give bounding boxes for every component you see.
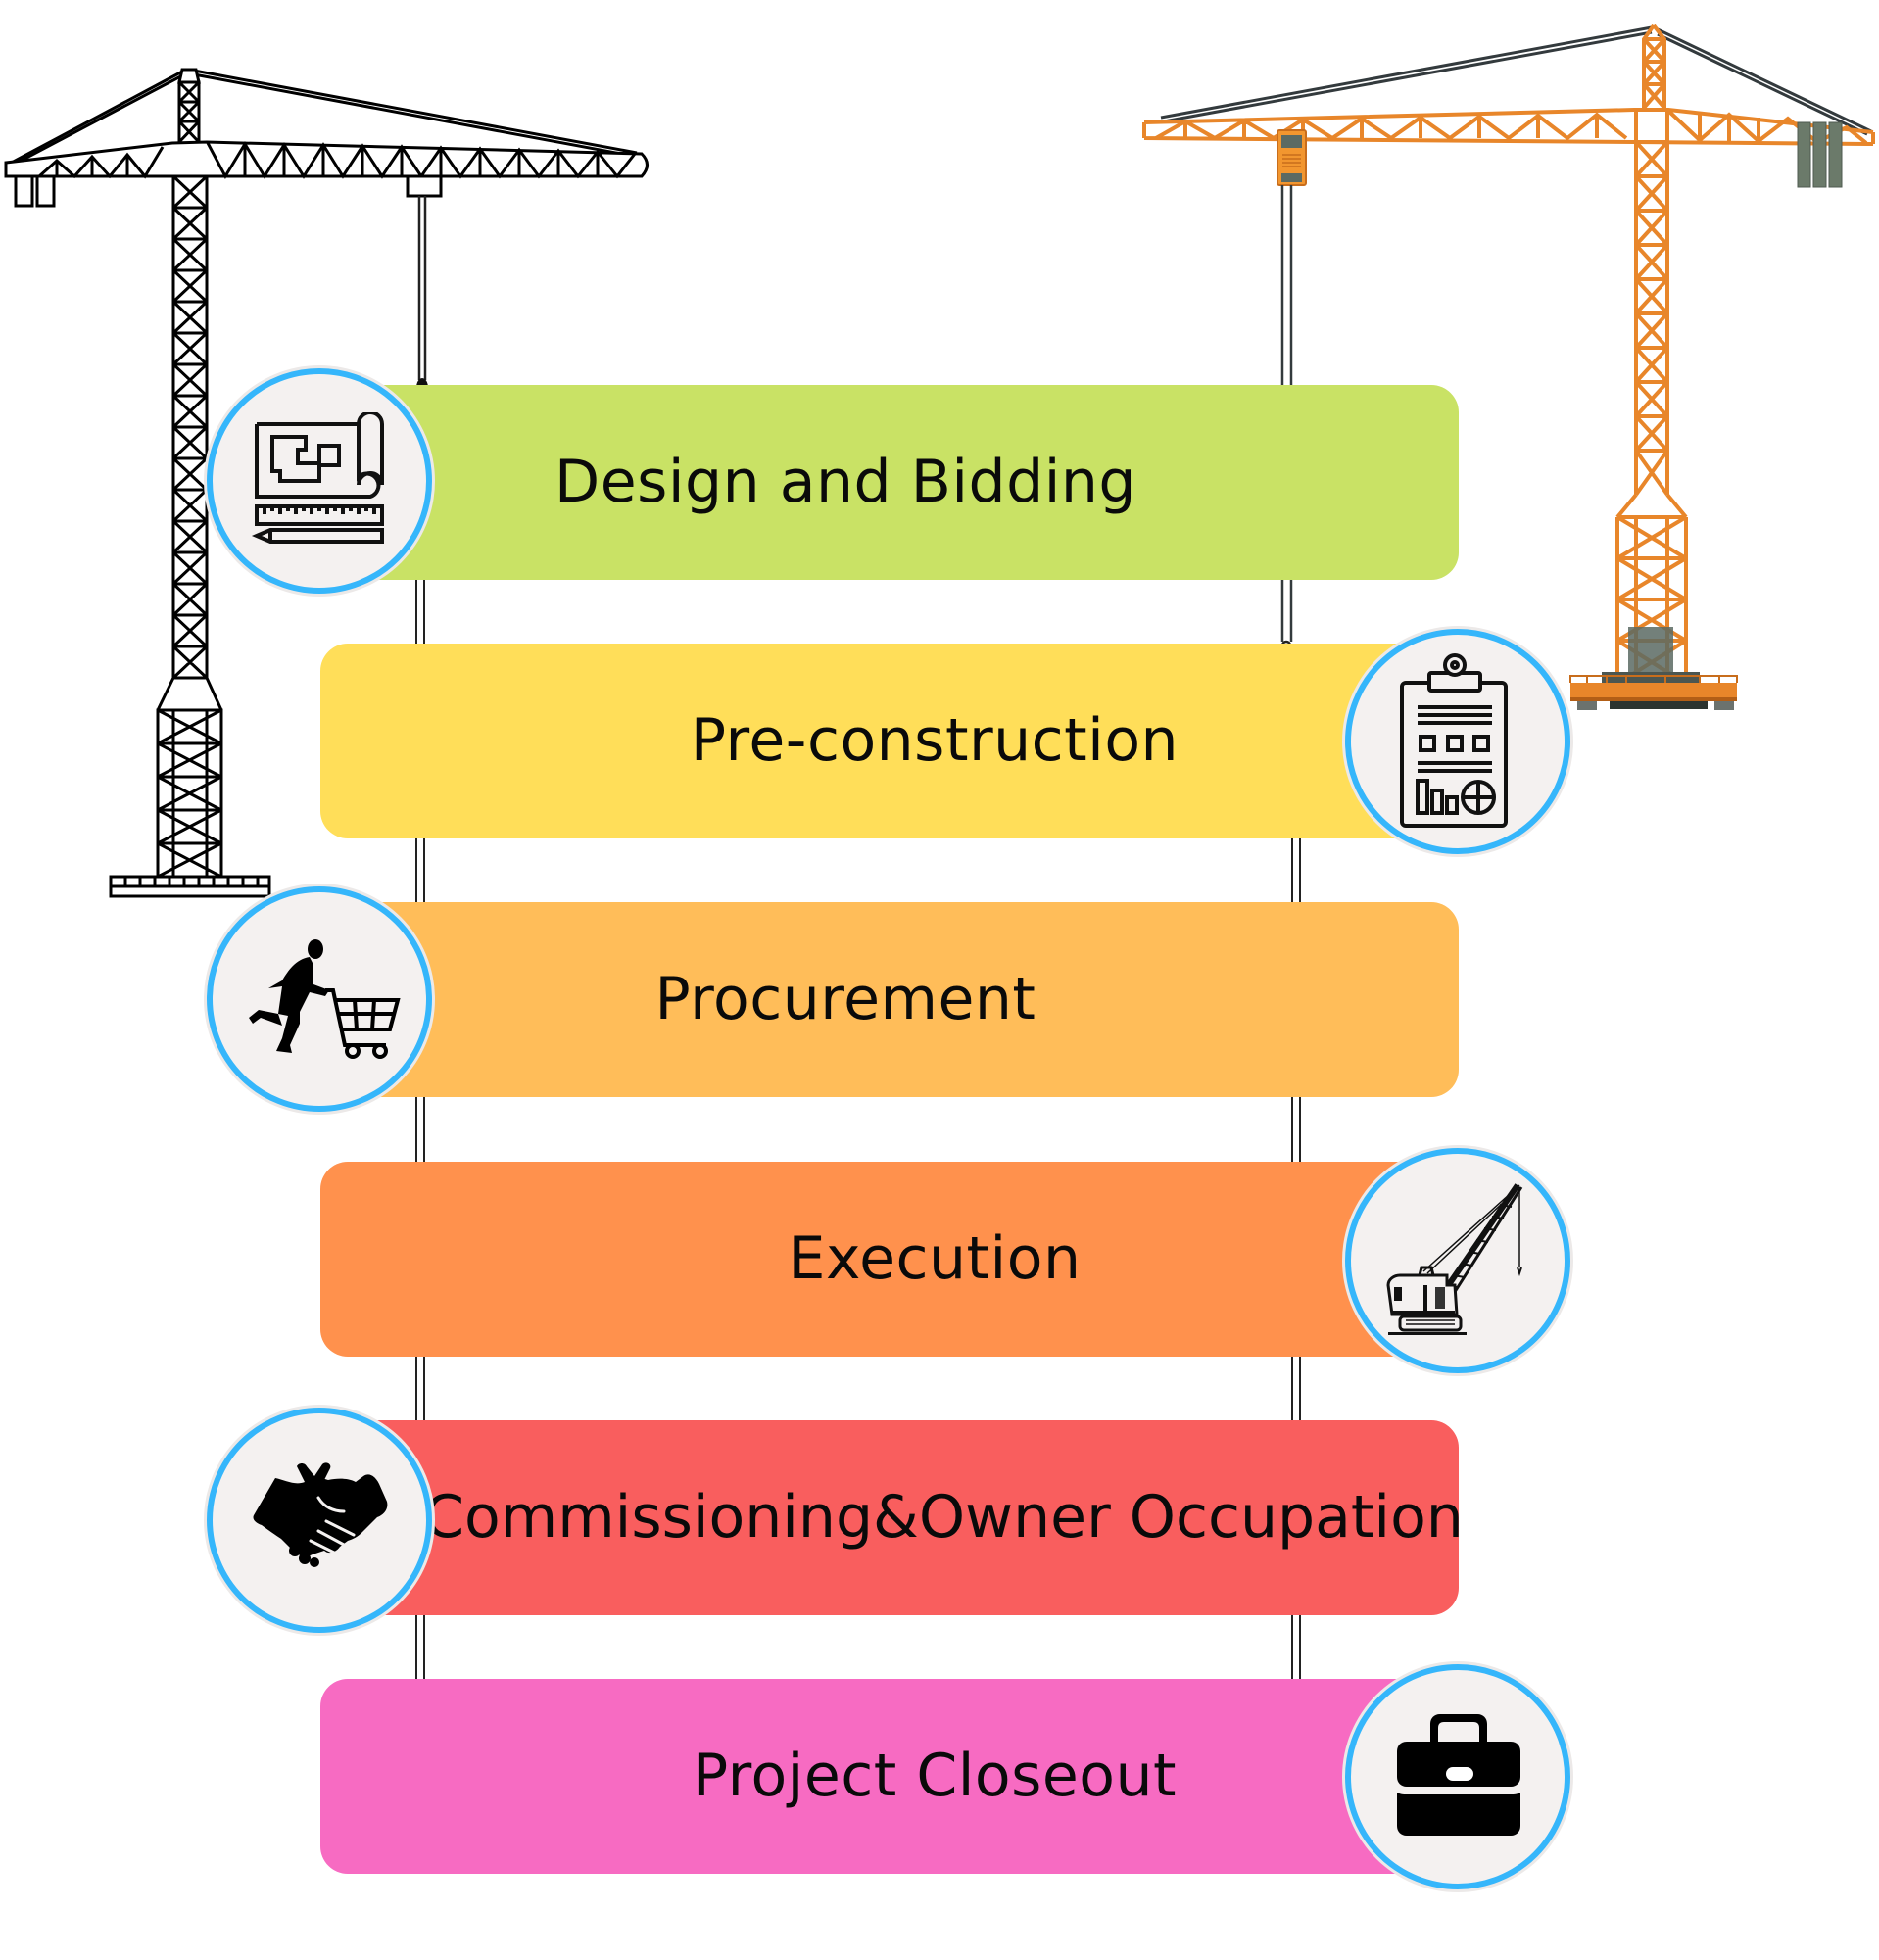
stage-bar-procurement: Procurement (320, 902, 1459, 1097)
left-rope-segment (415, 1615, 425, 1679)
left-rope-segment (415, 1357, 425, 1420)
stage-label: Project Closeout (692, 1742, 1178, 1810)
stage-icon-badge (1345, 1664, 1570, 1889)
right-rope-segment (1291, 1357, 1301, 1420)
blueprint-icon (251, 412, 384, 544)
stage-icon-badge (207, 886, 432, 1112)
handshake-icon (253, 1462, 388, 1567)
stage-icon-badge (1345, 629, 1570, 854)
stage-bar-pre-construction: Pre-construction (320, 644, 1459, 838)
stage-label: Commissioning&Owner Occupation (423, 1483, 1464, 1552)
right-rope-segment (1291, 1615, 1301, 1679)
left-rope-segment (415, 838, 425, 902)
briefcase-icon (1397, 1714, 1520, 1836)
right-rope-segment (1291, 1097, 1301, 1162)
crawler-crane-icon (1386, 1183, 1523, 1335)
stage-icon-badge (1345, 1148, 1570, 1373)
stage-bar-execution: Execution (320, 1162, 1459, 1357)
stage-label: Procurement (654, 965, 1036, 1033)
stage-bar-project-closeout: Project Closeout (320, 1679, 1459, 1874)
shopping-cart-runner-icon (249, 939, 401, 1059)
left-rope-segment (415, 580, 425, 644)
stage-icon-badge (207, 1408, 432, 1633)
stage-label: Execution (788, 1224, 1082, 1293)
stage-bar-commissioning-owner-occupation: Commissioning&Owner Occupation (320, 1420, 1464, 1615)
stage-label: Design and Bidding (554, 448, 1136, 516)
stage-icon-badge (207, 368, 432, 594)
stage-label: Pre-construction (690, 706, 1180, 775)
clipboard-report-icon (1400, 653, 1508, 828)
stage-bar-design-and-bidding: Design and Bidding (320, 385, 1459, 580)
left-rope-segment (415, 1097, 425, 1162)
right-rope-segment (1291, 838, 1301, 902)
